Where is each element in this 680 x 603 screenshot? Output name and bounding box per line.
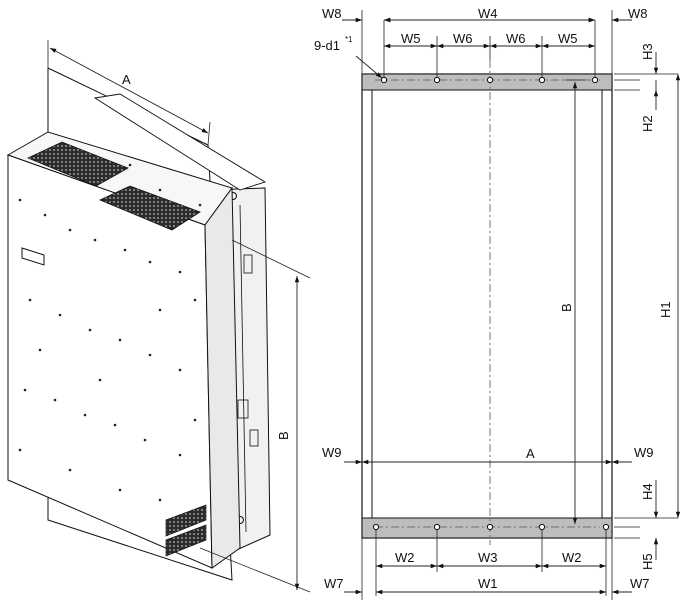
frame-outline — [361, 73, 613, 539]
label-hole-spec: 9-d1 — [314, 38, 340, 53]
hole-leader — [355, 55, 383, 79]
bottom-vent — [165, 524, 207, 557]
bottom-flange — [361, 517, 613, 539]
label-w7-right: W7 — [630, 576, 650, 591]
label-w3: W3 — [478, 550, 498, 565]
label-w5-right: W5 — [558, 31, 578, 46]
label-w6-left: W6 — [453, 31, 473, 46]
label-w6-right: W6 — [506, 31, 526, 46]
front-view: W8 W4 W8 W5 W6 W6 W5 9-d1 *1 H3 H2 — [314, 6, 680, 600]
isometric-view: A B — [6, 40, 311, 593]
top-flange — [361, 73, 613, 91]
label-h3: H3 — [640, 43, 655, 60]
bottom-vent — [165, 504, 207, 537]
dimension-a-iso — [49, 47, 209, 134]
label-w4: W4 — [478, 6, 498, 21]
label-a-iso: A — [122, 72, 131, 87]
top-vent — [27, 141, 129, 187]
label-w2-right: W2 — [562, 550, 582, 565]
label-h5: H5 — [640, 553, 655, 570]
label-h2: H2 — [640, 115, 655, 132]
label-b-iso: B — [276, 431, 291, 440]
label-w2-left: W2 — [395, 550, 415, 565]
top-vent — [99, 185, 201, 231]
label-h4: H4 — [640, 483, 655, 500]
label-a-front: A — [526, 446, 535, 461]
label-h1: H1 — [658, 301, 673, 318]
label-hole-note: *1 — [345, 35, 353, 44]
side-face — [204, 186, 241, 569]
label-b-front: B — [559, 303, 574, 312]
label-w1: W1 — [478, 576, 498, 591]
label-w9-left: W9 — [322, 445, 342, 460]
label-w9-right: W9 — [634, 445, 654, 460]
label-w8-left: W8 — [322, 6, 342, 21]
label-w7-left: W7 — [324, 576, 344, 591]
bottom-mounting-holes — [372, 523, 610, 531]
label-w8-right: W8 — [628, 6, 648, 21]
label-w5-left: W5 — [401, 31, 421, 46]
